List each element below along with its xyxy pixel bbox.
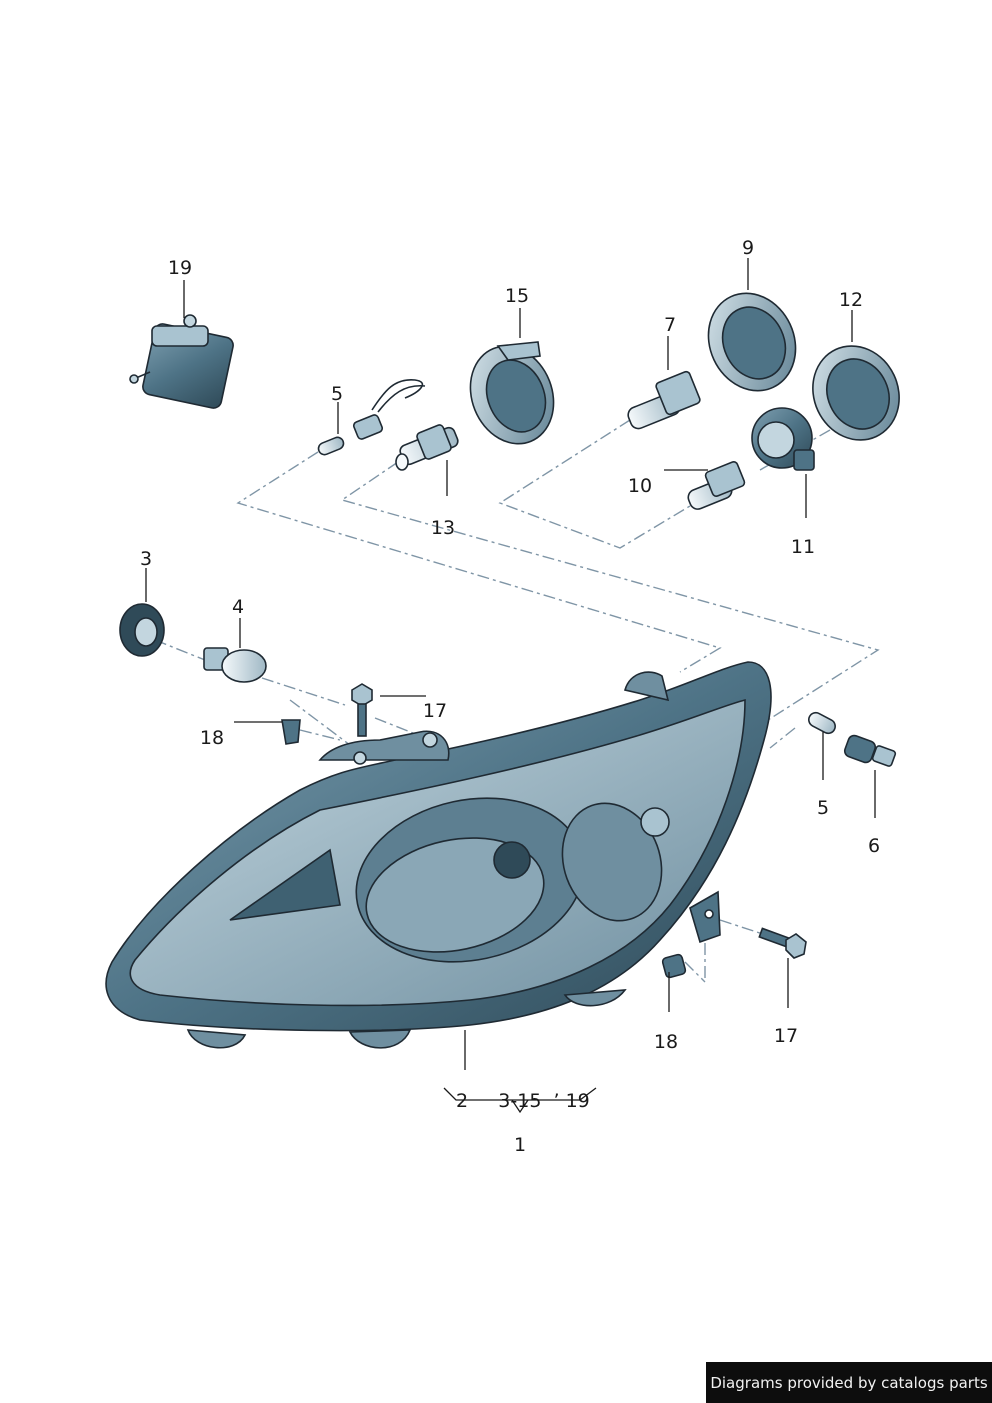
indicator-bulb-4 (203, 647, 267, 683)
callout-17-left: 17 (423, 700, 447, 722)
cover-cap-12 (812, 345, 900, 441)
side-light-bulb-5-top (317, 436, 345, 456)
h4-bulb-7 (627, 370, 701, 430)
callout-3: 3 (140, 548, 152, 570)
callout-10: 10 (628, 475, 652, 497)
headlight-housing (105, 661, 772, 1049)
callout-labels: 19 15 9 7 12 5 13 10 11 3 4 17 18 5 6 18… (140, 237, 880, 1156)
credit-text: Diagrams provided by catalogs parts (710, 1373, 988, 1392)
callout-5-right: 5 (817, 797, 829, 819)
cover-cap-9 (707, 292, 797, 392)
credit-badge: Diagrams provided by catalogs parts (706, 1362, 992, 1403)
callout-18-right: 18 (654, 1031, 678, 1053)
side-light-bulb-5-right (808, 711, 836, 735)
callout-12: 12 (839, 289, 863, 311)
bulb-holder-6 (843, 734, 897, 767)
callout-15: 15 (505, 285, 529, 307)
callout-5-top: 5 (331, 383, 343, 405)
clip-nut-18-right (661, 953, 687, 979)
headlight-range-motor (129, 314, 234, 409)
callout-18-left: 18 (200, 727, 224, 749)
callout-19-top: 19 (168, 257, 192, 279)
screw-17-right (758, 927, 807, 959)
bulb-10 (687, 460, 746, 510)
callout-4: 4 (232, 596, 244, 618)
bulb-cover-ring-15 (469, 341, 555, 445)
screw-17-left (351, 683, 373, 737)
callout-assembly-range: 2 3-15 ’ 19 (456, 1090, 590, 1112)
seal-ring-3 (119, 603, 165, 657)
wiring-connector (352, 379, 426, 440)
callout-6: 6 (868, 835, 880, 857)
callout-13: 13 (431, 517, 455, 539)
bulb-holder-11 (751, 407, 815, 471)
callout-11: 11 (791, 536, 815, 558)
callout-17-right: 17 (774, 1025, 798, 1047)
assembly-guide-lines (154, 419, 880, 983)
h7-bulb-13 (395, 424, 459, 471)
callout-leader-lines (145, 258, 876, 1114)
callout-7: 7 (664, 314, 676, 336)
clip-nut-18-left (281, 719, 301, 745)
callout-1: 1 (514, 1134, 526, 1156)
callout-9: 9 (742, 237, 754, 259)
